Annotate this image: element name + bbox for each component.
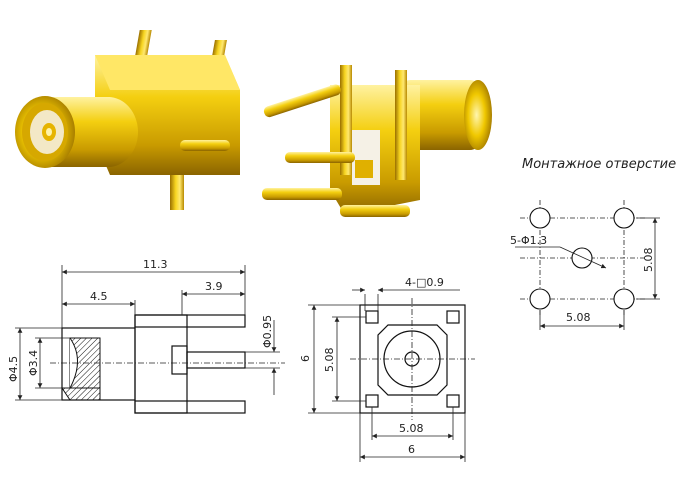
- pitch-v-label: 5.08: [642, 248, 655, 273]
- dim-total-length: 11.3: [143, 258, 168, 271]
- dim-width: 6: [408, 443, 415, 456]
- front-view-drawing: 4-□0.9 6 5.08 5.08 6: [299, 276, 475, 462]
- dim-body-length: 4.5: [90, 290, 108, 303]
- holes-label: 5-Φ1.3: [510, 234, 547, 247]
- pitch-h-label: 5.08: [566, 311, 591, 324]
- dim-pin-length: 3.9: [205, 280, 223, 293]
- side-view-drawing: 11.3 4.5 3.9 Φ0.95 Φ4.5 Φ3.4: [7, 258, 285, 414]
- dim-pitch-v: 5.08: [323, 348, 336, 373]
- connector-photo-front: [15, 30, 240, 210]
- mounting-title: Монтажное отверстие: [522, 157, 676, 172]
- mounting-hole: [613, 207, 635, 229]
- dim-inner-diameter: Φ3.4: [27, 350, 40, 376]
- mounting-hole: [529, 288, 551, 310]
- mounting-hole-center: [571, 247, 593, 269]
- dim-pitch-h: 5.08: [399, 422, 424, 435]
- connector-photo-back: [262, 65, 492, 217]
- dim-pin-size: 4-□0.9: [405, 276, 444, 289]
- mounting-pattern: Монтажное отверстие 5-Φ1.3 5.08 5.08: [510, 157, 676, 330]
- mounting-hole: [613, 288, 635, 310]
- mounting-hole: [529, 207, 551, 229]
- dim-height: 6: [299, 355, 312, 362]
- dim-pin-diameter: Φ0.95: [261, 315, 274, 348]
- dim-outer-diameter: Φ4.5: [7, 356, 20, 382]
